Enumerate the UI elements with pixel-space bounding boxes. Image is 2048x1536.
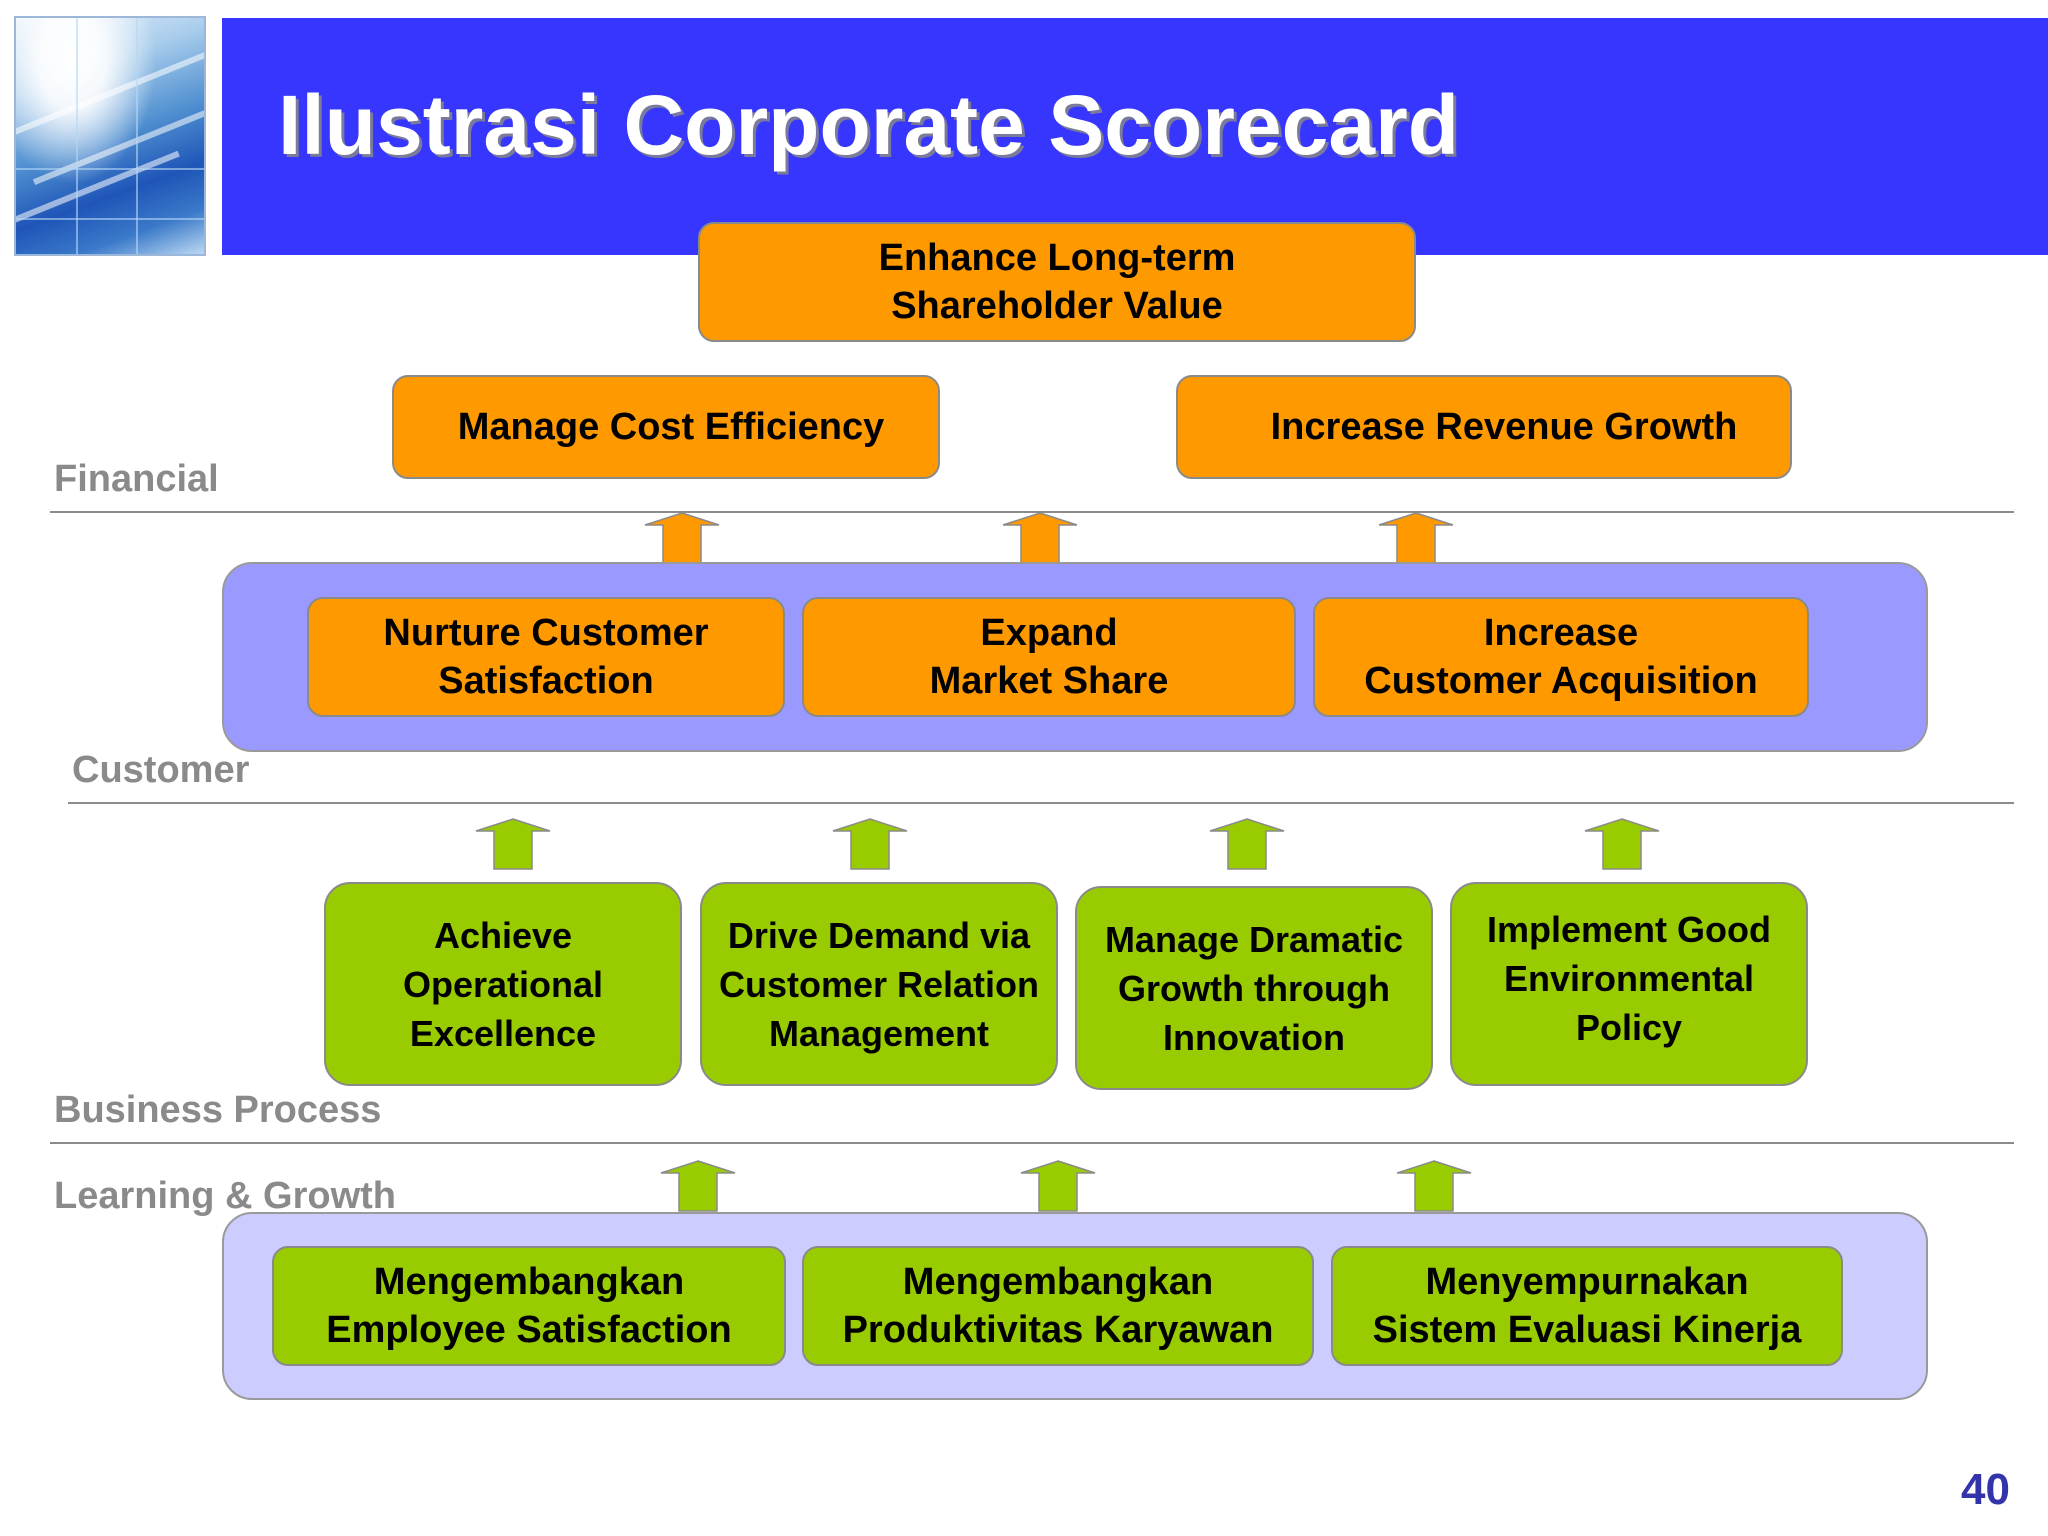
header-image xyxy=(14,16,206,256)
arrow-up-icon xyxy=(832,818,908,870)
business-process-objective-operational-excellence: Achieve Operational Excellence xyxy=(324,882,682,1086)
layer-label-financial: Financial xyxy=(54,458,219,500)
arrow-up-icon xyxy=(1020,1160,1096,1212)
arrow-up-icon xyxy=(475,818,551,870)
learning-objective-performance-evaluation: Menyempurnakan Sistem Evaluasi Kinerja xyxy=(1331,1246,1843,1366)
arrow-up-icon xyxy=(660,1160,736,1212)
business-process-separator xyxy=(50,1142,2014,1144)
arrow-up-icon xyxy=(1378,512,1454,564)
top-goal-box: Enhance Long-term Shareholder Value xyxy=(698,222,1416,342)
arrow-up-icon xyxy=(644,512,720,564)
customer-objective-satisfaction: Nurture Customer Satisfaction xyxy=(307,597,785,717)
arrow-up-icon xyxy=(1584,818,1660,870)
header-banner xyxy=(222,18,2048,255)
page-number: 40 xyxy=(1961,1465,2010,1514)
layer-label-customer: Customer xyxy=(72,749,250,791)
financial-objective-cost-efficiency: Manage Cost Efficiency xyxy=(392,375,940,479)
arrow-up-icon xyxy=(1209,818,1285,870)
financial-separator xyxy=(50,511,2014,513)
layer-label-business-process: Business Process xyxy=(54,1089,382,1131)
learning-objective-employee-satisfaction: Mengembangkan Employee Satisfaction xyxy=(272,1246,786,1366)
business-process-objective-innovation: Manage Dramatic Growth through Innovatio… xyxy=(1075,886,1433,1090)
arrow-up-icon xyxy=(1002,512,1078,564)
customer-objective-acquisition: Increase Customer Acquisition xyxy=(1313,597,1809,717)
business-process-objective-environmental: Implement Good Environmental Policy xyxy=(1450,882,1808,1086)
business-process-objective-crm: Drive Demand via Customer Relation Manag… xyxy=(700,882,1058,1086)
customer-separator xyxy=(68,802,2014,804)
financial-objective-revenue-growth: Increase Revenue Growth xyxy=(1176,375,1792,479)
layer-label-learning-growth: Learning & Growth xyxy=(54,1175,396,1217)
arrow-up-icon xyxy=(1396,1160,1472,1212)
customer-objective-market-share: Expand Market Share xyxy=(802,597,1296,717)
slide-title: Ilustrasi Corporate Scorecard xyxy=(278,78,1460,172)
learning-objective-productivity: Mengembangkan Produktivitas Karyawan xyxy=(802,1246,1314,1366)
